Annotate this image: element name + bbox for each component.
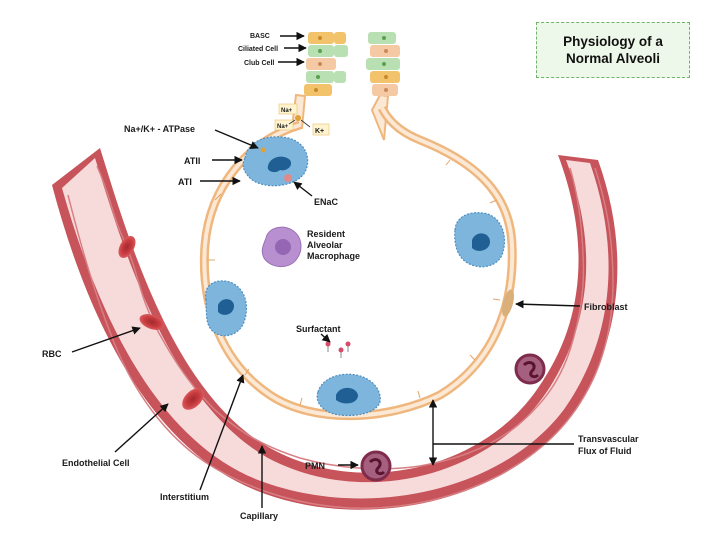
atii-cell-right bbox=[454, 212, 506, 268]
airway-duct bbox=[290, 93, 390, 141]
label-k-plus: K+ bbox=[315, 128, 324, 135]
title-line-1: Physiology of a bbox=[563, 34, 663, 49]
atii-cell-bottom bbox=[316, 373, 381, 417]
pmn-cells bbox=[360, 353, 546, 482]
label-ciliated-cell: Ciliated Cell bbox=[238, 46, 278, 53]
endothelial-lining-outer bbox=[67, 167, 614, 509]
label-resident-line-3: Macrophage bbox=[307, 251, 360, 261]
ati-cell-segments bbox=[207, 159, 501, 406]
label-na-k-atpase: Na+/K+ - ATPase bbox=[124, 124, 195, 134]
label-atii: ATII bbox=[184, 156, 200, 166]
label-resident-line-1: Resident bbox=[307, 229, 345, 239]
leader-arrows bbox=[71, 31, 581, 508]
ion-boxes bbox=[274, 103, 330, 136]
label-resident-line-2: Alveolar bbox=[307, 240, 343, 250]
airway-cells-left bbox=[304, 32, 348, 96]
atii-cell-left bbox=[204, 280, 248, 337]
fibroblast-cell bbox=[501, 289, 515, 317]
rbc-cell bbox=[139, 314, 165, 330]
surfactant-particles bbox=[325, 341, 351, 358]
label-transvascular-line-2: Flux of Fluid bbox=[578, 446, 632, 456]
pmn-cell bbox=[360, 450, 392, 482]
label-fibroblast: Fibroblast bbox=[584, 302, 628, 312]
red-blood-cells bbox=[118, 236, 204, 410]
label-transvascular-line-1: Transvascular bbox=[578, 434, 639, 444]
label-pmn: PMN bbox=[305, 461, 325, 471]
label-surfactant: Surfactant bbox=[296, 324, 341, 334]
rbc-cell bbox=[118, 236, 136, 258]
title-line-2: Normal Alveoli bbox=[565, 51, 661, 66]
label-basc: BASC bbox=[250, 33, 270, 40]
rbc-cell bbox=[182, 388, 204, 410]
label-capillary: Capillary bbox=[240, 511, 278, 521]
capillary-lumen bbox=[62, 158, 609, 499]
label-rbc: RBC bbox=[42, 349, 62, 359]
labels: BASC Ciliated Cell Club Cell Na+ Na+ K+ … bbox=[42, 33, 639, 521]
diagram-title: Physiology of a Normal Alveoli bbox=[563, 33, 663, 67]
label-interstitium: Interstitium bbox=[160, 492, 209, 502]
title-box: Physiology of a Normal Alveoli bbox=[536, 22, 690, 78]
label-enac: ENaC bbox=[314, 197, 339, 207]
pmn-cell bbox=[514, 353, 546, 385]
label-na-plus-1: Na+ bbox=[281, 108, 293, 114]
label-na-plus-2: Na+ bbox=[277, 124, 289, 130]
alveolar-wall-inner bbox=[202, 107, 515, 418]
label-endothelial-cell: Endothelial Cell bbox=[62, 458, 130, 468]
atii-cell-top bbox=[242, 136, 309, 187]
resident-alveolar-macrophage bbox=[261, 226, 302, 267]
label-club-cell: Club Cell bbox=[244, 60, 274, 67]
airway-cells-right bbox=[366, 32, 400, 96]
label-ati: ATI bbox=[178, 177, 192, 187]
